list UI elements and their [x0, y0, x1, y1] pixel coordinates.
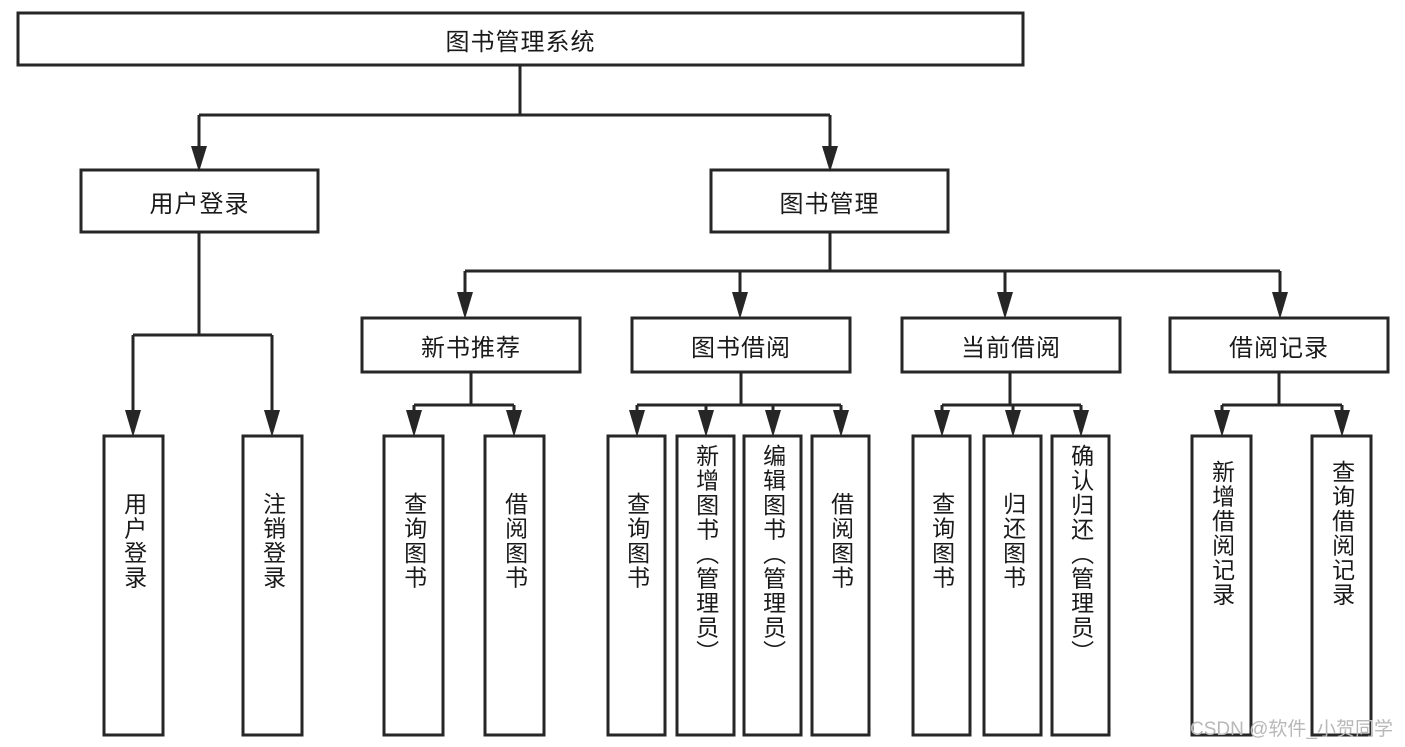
- connector-new-book-rec-to-leaves: [406, 372, 522, 437]
- connector-book-manage-to-level3: [457, 232, 1288, 319]
- leaf-box-query-book-3[interactable]: [911, 434, 972, 737]
- leaf-box-edit-book[interactable]: [742, 434, 803, 737]
- leaf-box-logout[interactable]: [241, 434, 304, 737]
- node-box-user-login[interactable]: [79, 168, 320, 234]
- connector-borrow-record-to-leaves: [1214, 372, 1350, 437]
- node-box-borrow-record[interactable]: [1168, 316, 1390, 374]
- leaf-box-borrow-book-1[interactable]: [483, 434, 546, 737]
- leaf-box-query-record[interactable]: [1310, 434, 1373, 737]
- leaf-box-add-record[interactable]: [1190, 434, 1253, 737]
- connector-book-borrow-to-leaves: [629, 372, 849, 437]
- leaf-box-user-login[interactable]: [102, 434, 165, 737]
- connector-user-login-to-leaves: [125, 232, 280, 437]
- leaf-box-query-book-2[interactable]: [606, 434, 667, 737]
- leaf-box-query-book-1[interactable]: [382, 434, 445, 737]
- leaf-box-confirm-return[interactable]: [1050, 434, 1111, 737]
- leaf-box-borrow-book-2[interactable]: [810, 434, 871, 737]
- node-box-new-book-rec[interactable]: [360, 316, 582, 374]
- connector-root-to-level2: [191, 65, 838, 172]
- connector-current-borrow-to-leaves: [934, 372, 1089, 437]
- leaf-box-add-book[interactable]: [675, 434, 736, 737]
- leaf-box-return-book[interactable]: [982, 434, 1043, 737]
- node-box-book-manage[interactable]: [709, 168, 950, 234]
- node-box-book-borrow[interactable]: [630, 316, 852, 374]
- node-box-current-borrow[interactable]: [900, 316, 1122, 374]
- node-box-root[interactable]: [16, 11, 1025, 67]
